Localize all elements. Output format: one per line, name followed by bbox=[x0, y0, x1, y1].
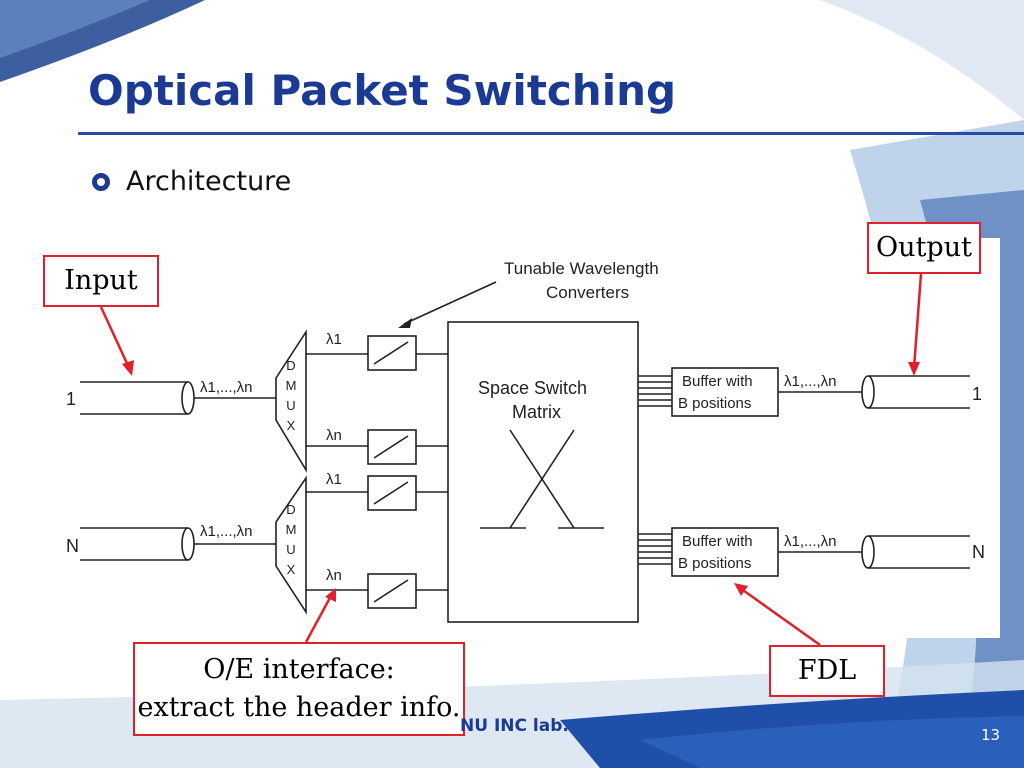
oe-callout-line-2: extract the header info. bbox=[137, 692, 461, 723]
lambda-range-output-top: λ1,...,λn bbox=[784, 373, 837, 390]
title-underline bbox=[78, 132, 1024, 135]
lambda-n-top: λn bbox=[326, 427, 342, 444]
dmux-bottom-letter-u: U bbox=[286, 542, 295, 557]
converter-box-1 bbox=[367, 335, 417, 371]
switch-label-1: Space Switch bbox=[478, 378, 587, 398]
dmux-top bbox=[275, 329, 307, 473]
dmux-bottom-letter-m: M bbox=[286, 522, 297, 537]
dmux-bottom bbox=[275, 475, 307, 615]
converter-box-4 bbox=[367, 573, 417, 609]
slide-title: Optical Packet Switching bbox=[88, 66, 677, 115]
buffer-bottom-line-1: Buffer with bbox=[682, 533, 753, 550]
fdl-callout-arrow bbox=[739, 586, 821, 647]
dmux-bottom-letter-x: X bbox=[287, 562, 296, 577]
dmux-top-letter-u: U bbox=[286, 398, 295, 413]
oe-callout-line-1: O/E interface: bbox=[203, 654, 395, 685]
fdl-callout: FDL bbox=[769, 645, 885, 697]
dmux-top-letter-d: D bbox=[286, 358, 295, 373]
buffer-top-line-1: Buffer with bbox=[682, 373, 753, 390]
bullet-icon bbox=[92, 172, 110, 191]
input-callout: Input bbox=[43, 255, 159, 307]
lambda-range-input-bottom: λ1,...,λn bbox=[200, 523, 253, 540]
footer-lab-label: NU INC lab. bbox=[460, 716, 569, 736]
output-port-1: 1 bbox=[972, 384, 982, 404]
dmux-top-letter-x: X bbox=[287, 418, 296, 433]
bullet-item: Architecture bbox=[92, 166, 291, 197]
page-number: 13 bbox=[981, 726, 1001, 744]
tunable-label-2: Converters bbox=[546, 283, 629, 302]
output-callout: Output bbox=[867, 222, 981, 274]
buffer-top-line-2: B positions bbox=[678, 395, 751, 412]
space-switch-matrix bbox=[447, 321, 639, 623]
lambda-1-bottom: λ1 bbox=[326, 471, 342, 488]
bullet-text: Architecture bbox=[126, 166, 292, 197]
converter-box-3 bbox=[367, 475, 417, 511]
oe-callout-arrow bbox=[304, 593, 334, 643]
input-callout-arrow bbox=[99, 306, 132, 371]
lambda-n-bottom: λn bbox=[326, 567, 342, 584]
tunable-pointer-arrow bbox=[403, 281, 497, 325]
input-port-1: 1 bbox=[66, 389, 76, 409]
tunable-label-1: Tunable Wavelength bbox=[504, 259, 659, 278]
lambda-range-output-bottom: λ1,...,λn bbox=[784, 533, 837, 550]
input-port-n: N bbox=[66, 536, 79, 556]
output-callout-arrow bbox=[912, 273, 923, 369]
dmux-bottom-letter-d: D bbox=[286, 502, 295, 517]
buffer-bottom-line-2: B positions bbox=[678, 555, 751, 572]
converter-box-2 bbox=[367, 429, 417, 465]
switch-label-2: Matrix bbox=[512, 402, 561, 422]
diagram-panel bbox=[40, 238, 1000, 638]
lambda-1-top: λ1 bbox=[326, 331, 342, 348]
oe-interface-callout: O/E interface: extract the header info. bbox=[133, 642, 465, 736]
lambda-range-input-top: λ1,...,λn bbox=[200, 379, 253, 396]
output-port-n: N bbox=[972, 542, 985, 562]
dmux-top-letter-m: M bbox=[286, 378, 297, 393]
